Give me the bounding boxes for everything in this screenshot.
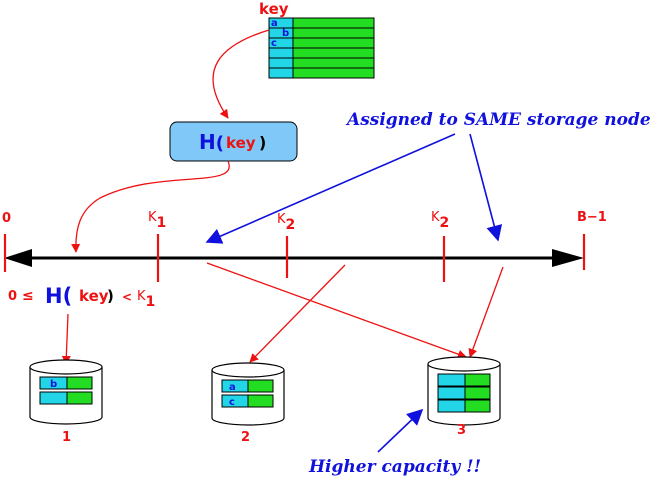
ring-end-label: B−1 [577,210,607,225]
hash-close-paren: ) [259,133,266,152]
storage-node-3: 3 [427,356,501,438]
marker-k3-label: K2 [431,210,449,231]
blue-arrow-to-range3 [469,133,503,242]
key-c: c [271,38,277,49]
node1-label: 1 [62,430,71,445]
condition-zero: 0 [8,289,17,304]
key-table-title: key [259,0,289,18]
node3-label: 3 [457,423,466,438]
left-arrowhead [4,249,32,267]
arrow-hash-to-ring [71,160,230,253]
arrow-range3-to-node3 [468,266,504,358]
arrow-range2-to-node2 [249,264,346,363]
hash-box-rect [169,121,298,162]
arrow-range1-to-node1 [61,313,71,365]
node2-key-c: c [229,397,235,408]
storage-node-2: a c 2 [211,362,285,445]
ring-start-label: 0 [2,211,11,226]
arrow-range1b-to-node3 [206,262,467,359]
condition-close: ) [107,287,114,305]
right-arrowhead [552,249,584,267]
node2-label: 2 [241,430,250,445]
keyspace-line: 0 B−1 K1 K2 K2 [2,210,607,282]
condition-lt: < [122,290,132,304]
blue-arrow-to-range1 [205,133,456,244]
same-node-annotation: Assigned to SAME storage node [345,110,651,130]
condition-le: ≤ [22,288,34,304]
key-table: key a b c [259,0,375,79]
storage-node-1: b 1 [29,359,103,445]
marker-k2-label: K2 [277,212,295,233]
range-condition: 0 ≤ H( key ) < K1 [8,284,155,310]
key-a: a [271,18,278,29]
hash-arg-label: key [226,134,256,152]
blue-arrow-to-node3 [377,408,424,453]
condition-func: H( [45,284,72,308]
hash-box: H( key ) [169,121,298,162]
hash-func-label: H( [199,130,224,154]
node1-key: b [50,379,57,390]
node2-key-a: a [229,382,236,393]
key-b: b [282,28,289,39]
arrow-table-to-hash [212,29,270,119]
higher-capacity-annotation: Higher capacity !! [308,457,481,477]
condition-k1: K1 [137,289,155,310]
condition-arg: key [79,287,109,305]
marker-k1-label: K1 [148,210,166,231]
